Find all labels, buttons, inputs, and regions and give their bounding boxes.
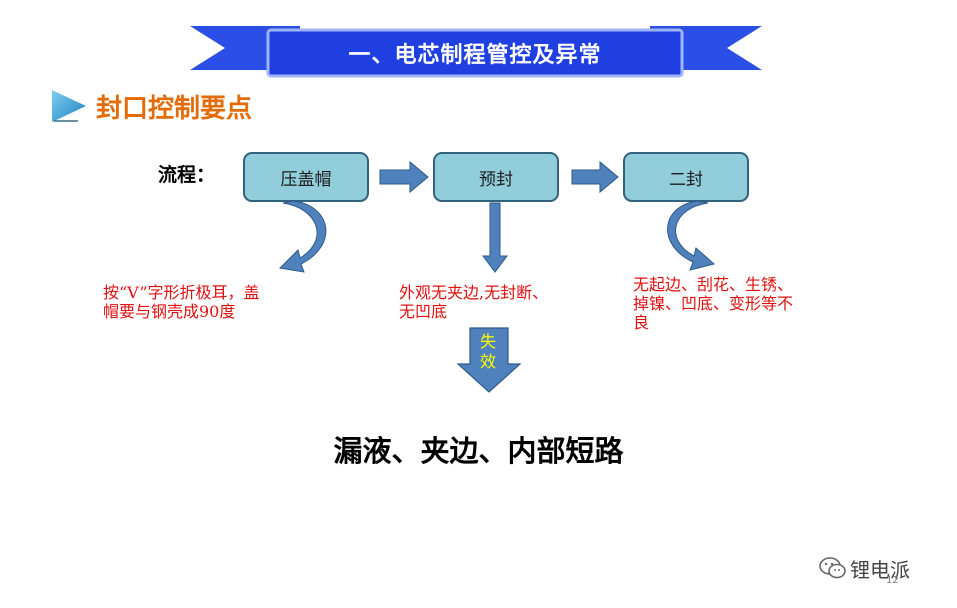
play-triangle-icon bbox=[52, 90, 86, 122]
arrow-right-2 bbox=[571, 160, 619, 194]
failure-arrow bbox=[456, 327, 522, 393]
note-line: 良 bbox=[633, 313, 650, 332]
note-pre-seal: 外观无夹边,无封断、 无凹底 bbox=[399, 283, 548, 321]
step-box-press-cap: 压盖帽 bbox=[243, 152, 369, 202]
note-line: 掉镍、凹底、变形等不 bbox=[633, 294, 794, 313]
note-line: 无凹底 bbox=[399, 302, 448, 321]
note-line: 外观无夹边,无封断、 bbox=[399, 283, 549, 302]
note-line: 按“V”字形折极耳，盖 bbox=[103, 283, 260, 302]
step-box-pre-seal: 预封 bbox=[433, 152, 559, 202]
section-heading: 封口控制要点 bbox=[96, 94, 253, 124]
page-number: 12 bbox=[886, 575, 899, 586]
arrow-down-2 bbox=[482, 202, 508, 273]
note-line: 无起边、刮花、生锈、 bbox=[633, 275, 794, 294]
curved-arrow-1 bbox=[278, 200, 327, 273]
curved-arrow-3 bbox=[667, 200, 716, 271]
note-second-seal: 无起边、刮花、生锈、 掉镍、凹底、变形等不 良 bbox=[633, 275, 793, 332]
note-line: 帽要与钢壳成90度 bbox=[103, 302, 236, 321]
note-press-cap: 按“V”字形折极耳，盖 帽要与钢壳成90度 bbox=[103, 283, 260, 321]
banner-title: 一、电芯制程管控及异常 bbox=[348, 43, 602, 68]
result-text: 漏液、夹边、内部短路 bbox=[333, 434, 624, 468]
banner-main-bar bbox=[266, 28, 684, 78]
arrow-right-1 bbox=[379, 160, 429, 194]
failure-label-line: 效 bbox=[479, 352, 496, 371]
flow-label: 流程： bbox=[158, 164, 216, 186]
failure-label: 失 效 bbox=[471, 332, 505, 372]
failure-label-line: 失 bbox=[479, 332, 496, 351]
title-banner bbox=[190, 26, 762, 78]
step-box-second-seal: 二封 bbox=[623, 152, 749, 202]
wechat-icon bbox=[819, 557, 846, 579]
watermark-text: 锂电派 bbox=[850, 558, 910, 582]
